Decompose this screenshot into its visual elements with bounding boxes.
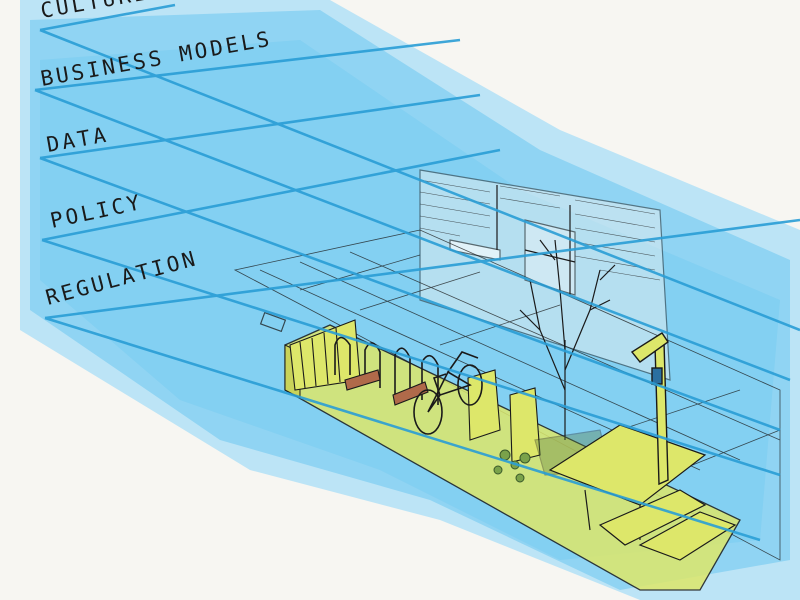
bicycle-icon — [413, 351, 483, 435]
bench-icon — [344, 369, 541, 463]
building-facade — [419, 169, 671, 381]
lamp-post-icon — [630, 332, 669, 486]
layer-lines — [34, 3, 800, 542]
planter-icon — [493, 449, 531, 483]
